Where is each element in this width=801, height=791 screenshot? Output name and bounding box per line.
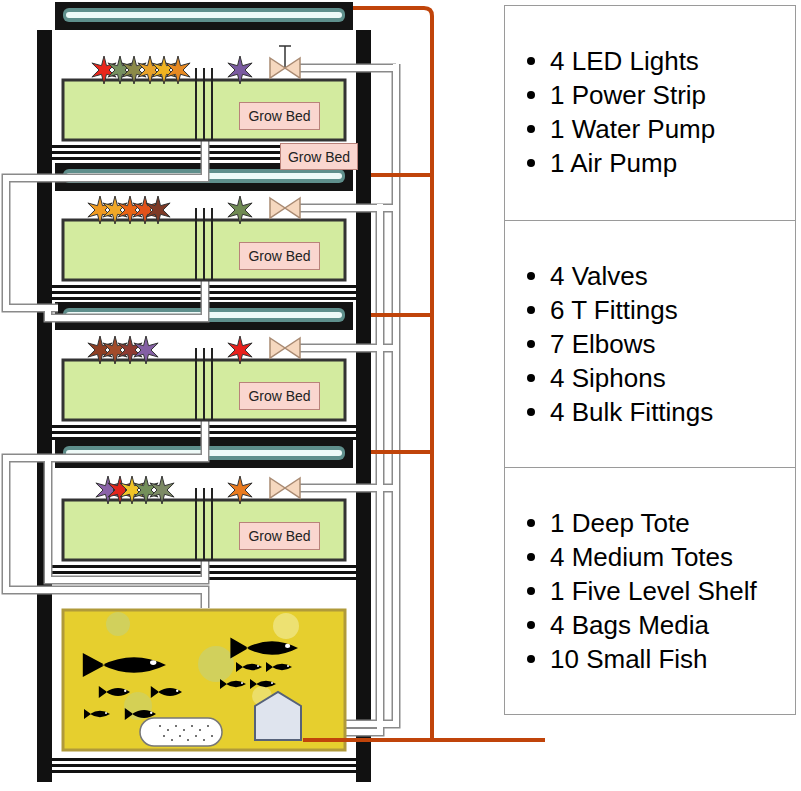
list-item: 1 Deep Tote (550, 506, 787, 540)
parts-list-text: 1 Air Pump (550, 148, 677, 178)
parts-list-text: 10 Small Fish (550, 644, 708, 674)
bullet-dot (527, 655, 535, 663)
parts-list-text: 4 Bulk Fittings (550, 397, 713, 427)
grow-bed-text: Grow Bed (288, 149, 350, 165)
grow-bed-label: Grow Bed (239, 382, 320, 410)
list-item: 1 Air Pump (550, 146, 787, 180)
parts-list-box: 1 Deep Tote 4 Medium Totes 1 Five Level Sh… (504, 467, 796, 715)
grow-bed-text: Grow Bed (248, 388, 310, 404)
grow-bed-label: Grow Bed (280, 143, 358, 170)
bullet-dot (527, 553, 535, 561)
grow-bed-label: Grow Bed (239, 522, 320, 550)
grow-bed-text: Grow Bed (248, 108, 310, 124)
parts-list-text: 1 Five Level Shelf (550, 576, 757, 606)
bullet-dot (527, 306, 535, 314)
grow-bed-text: Grow Bed (248, 528, 310, 544)
parts-list-text: 6 T Fittings (550, 295, 678, 325)
list-item: 4 Valves (550, 259, 787, 293)
bullet-dot (527, 57, 535, 65)
parts-list-text: 1 Deep Tote (550, 508, 690, 538)
fish-tank (63, 610, 345, 750)
parts-list-text: 7 Elbows (550, 329, 656, 359)
parts-list-box: 4 Valves 6 T Fittings 7 Elbows 4 Siphons 4 B… (504, 220, 796, 468)
bullet-dot (527, 125, 535, 133)
bullet-dot (527, 374, 535, 382)
parts-list-text: 1 Power Strip (550, 80, 706, 110)
bullet-dot (527, 519, 535, 527)
parts-list-text: 4 LED Lights (550, 46, 699, 76)
siphon (196, 68, 212, 560)
bullet-dot (527, 340, 535, 348)
list-item: 4 Siphons (550, 361, 787, 395)
parts-list-text: 4 Bags Media (550, 610, 709, 640)
grow-bed-text: Grow Bed (248, 248, 310, 264)
list-item: 1 Five Level Shelf (550, 574, 787, 608)
bullet-dot (527, 91, 535, 99)
water-pump (255, 692, 301, 740)
parts-list-text: 1 Water Pump (550, 114, 715, 144)
parts-list-text: 4 Siphons (550, 363, 666, 393)
plant (88, 56, 252, 504)
list-item: 7 Elbows (550, 327, 787, 361)
list-item: 4 Medium Totes (550, 540, 787, 574)
bullet-dot (527, 587, 535, 595)
bullet-dot (527, 272, 535, 280)
parts-list-text: 4 Medium Totes (550, 542, 733, 572)
list-item: 10 Small Fish (550, 642, 787, 676)
grow-bed-label: Grow Bed (239, 242, 320, 270)
grow-bed-label: Grow Bed (239, 102, 320, 130)
bullet-dot (527, 159, 535, 167)
list-item: 4 LED Lights (550, 44, 787, 78)
parts-list-text: 4 Valves (550, 261, 648, 291)
list-item: 6 T Fittings (550, 293, 787, 327)
bullet-dot (527, 621, 535, 629)
parts-list-box: 4 LED Lights 1 Power Strip 1 Water Pump 1 A… (504, 5, 796, 221)
bullet-dot (527, 408, 535, 416)
list-item: 4 Bulk Fittings (550, 395, 787, 429)
list-item: 1 Power Strip (550, 78, 787, 112)
list-item: 1 Water Pump (550, 112, 787, 146)
list-item: 4 Bags Media (550, 608, 787, 642)
air-stone (140, 718, 222, 746)
